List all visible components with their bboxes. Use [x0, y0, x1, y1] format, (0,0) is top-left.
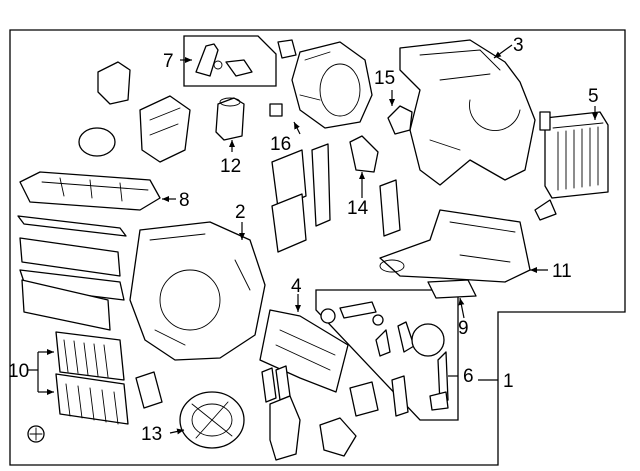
callout-13: 13	[141, 424, 162, 445]
upper-case-part	[399, 39, 536, 186]
callout-3: 3	[513, 35, 524, 56]
filter-strips-part	[17, 215, 127, 331]
evaporator-core-part	[539, 111, 609, 199]
duct-seal-part	[379, 179, 401, 237]
filter-cover-part-8	[19, 171, 161, 211]
round-cap-part	[78, 127, 116, 157]
callout-5: 5	[588, 86, 599, 107]
callout-12: 12	[220, 156, 241, 177]
kit-box-7	[183, 35, 277, 87]
callout-15: 15	[374, 68, 395, 89]
cabin-filter-part	[271, 143, 331, 253]
actuator-part-15	[387, 105, 413, 135]
callout-1: 1	[503, 371, 514, 392]
callout-14: 14	[347, 198, 369, 219]
drain-housing-part-11	[379, 209, 531, 283]
clip-part	[277, 39, 297, 59]
callout-11: 11	[552, 261, 572, 282]
linkage-kit-6	[320, 301, 449, 411]
small-block-part	[269, 103, 283, 117]
assembly-frame	[9, 29, 626, 466]
actuator-part-14	[349, 135, 379, 173]
bracket-part-c	[349, 381, 379, 417]
callout-16: 16	[270, 134, 291, 155]
heater-core-part-4	[259, 309, 349, 403]
foam-block-part	[135, 371, 163, 409]
bracket-part-a	[269, 395, 301, 461]
filter-part-10	[55, 331, 129, 425]
blower-housing-part	[291, 41, 373, 129]
linkage-kit-7	[195, 43, 253, 77]
actuator-part-12	[215, 97, 245, 141]
callout-7: 7	[163, 51, 174, 72]
callout-9: 9	[458, 318, 469, 339]
duct-part-9	[427, 279, 477, 299]
lower-case-part-2	[129, 221, 266, 361]
bracket-part-b	[319, 417, 357, 457]
callout-8: 8	[179, 190, 190, 211]
bracket-part-d	[391, 375, 409, 417]
callout-6: 6	[463, 366, 474, 387]
screw-part	[27, 425, 45, 443]
mode-door-motor-part	[97, 61, 131, 105]
blower-motor-resistor-part	[139, 95, 191, 163]
small-bracket-part	[534, 199, 557, 221]
callout-4: 4	[291, 276, 302, 297]
callout-2: 2	[235, 202, 246, 223]
callout-10: 10	[8, 361, 29, 382]
blower-motor-part-13	[179, 391, 245, 449]
